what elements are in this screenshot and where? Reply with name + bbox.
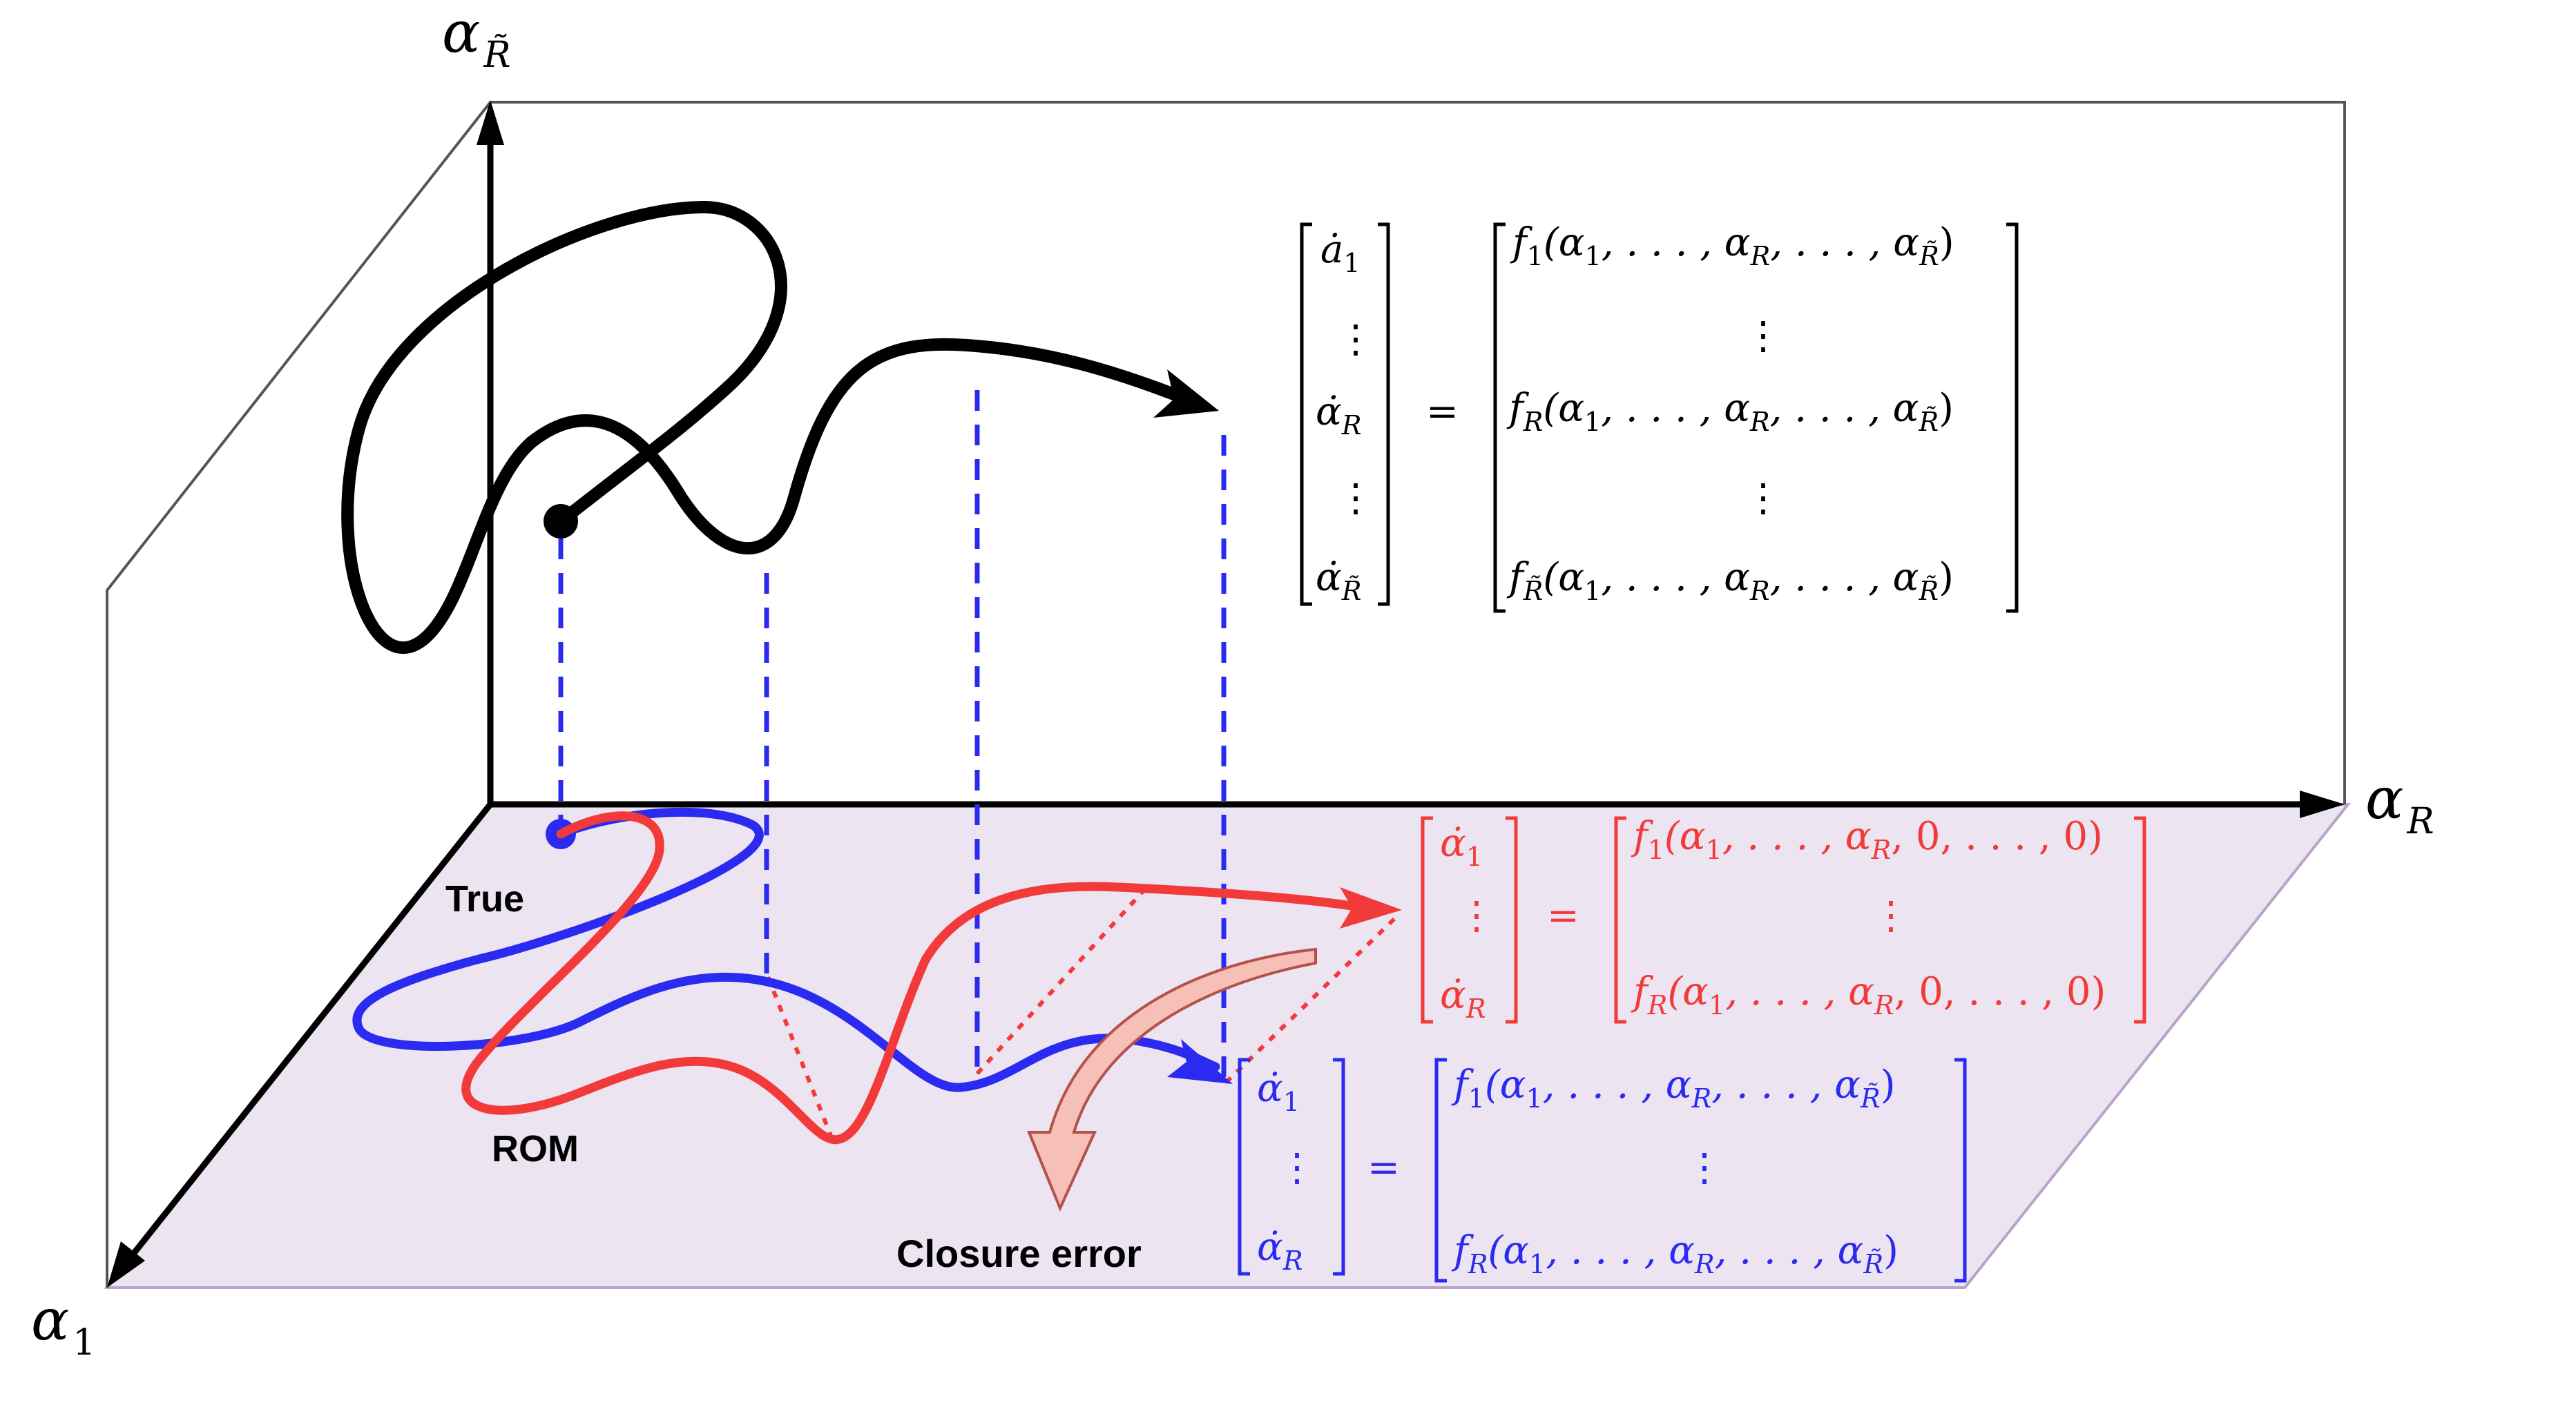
full-rhs-row-1: f1(α1, . . . , αR, . . . , αR̃)	[1510, 220, 1954, 271]
full-rhs-row-2: ⋮	[1744, 313, 1782, 358]
true-lhs-row-3: α̇R	[1257, 1225, 1303, 1276]
full-rhs-bracket-right	[2006, 222, 2019, 613]
rom-trajectory-arrowhead	[1340, 887, 1402, 929]
rom-lhs-row-1: α̇1	[1440, 821, 1483, 872]
rom-equals: =	[1547, 893, 1579, 938]
full-equals: =	[1426, 389, 1459, 434]
closure-error-line-2	[975, 882, 1152, 1076]
true-rhs-bracket-right	[1954, 1058, 1967, 1283]
full-lhs-bracket-right	[1378, 222, 1390, 606]
full-rhs-row-5: fR̃(α1, . . . , αR, . . . , αR̃)	[1506, 555, 1954, 606]
vertical-axis-arrowhead	[477, 100, 504, 145]
rom-lhs-row-2: ⋮	[1457, 893, 1496, 938]
true-rhs-row-1: f1(α1, . . . , αR, . . . , αR̃)	[1451, 1063, 1896, 1114]
true-lhs-bracket-left	[1238, 1058, 1250, 1276]
full-trajectory-curve	[341, 201, 1187, 654]
true-system-equation: α̇1 ⋮ α̇R = f1(α1, . . . , αR, . . . , α…	[1238, 1058, 1967, 1283]
back-wall-outline	[490, 101, 2346, 804]
rom-label: ROM	[492, 1128, 579, 1170]
rom-rhs-row-3: fR(α1, . . . , αR, 0, . . . , 0)	[1631, 969, 2106, 1020]
rom-trajectory-curve	[461, 811, 1369, 1145]
full-lhs-bracket-left	[1300, 222, 1312, 606]
closure-error-arrow	[1027, 947, 1317, 1212]
closure-error-lines	[766, 882, 1401, 1141]
depth-axis-arrowhead	[107, 1241, 145, 1288]
rom-lhs-bracket-right	[1506, 816, 1518, 1024]
depth-axis-label: α1	[31, 1288, 95, 1364]
full-system-equation: ȧ1 ⋮ α̇R ⋮ α̇R̃ = f1(α1, . . . , αR, . .…	[1300, 220, 2019, 613]
full-lhs-row-3: α̇R	[1316, 389, 1361, 440]
full-trajectory-arrowhead	[1153, 369, 1219, 418]
rom-rhs-bracket-left	[1614, 816, 1626, 1024]
true-lhs-bracket-right	[1333, 1058, 1345, 1276]
true-rhs-row-2: ⋮	[1685, 1145, 1724, 1190]
horizontal-axis-label: αR	[2365, 766, 2434, 842]
rom-lhs-row-3: α̇R	[1440, 973, 1486, 1024]
true-equals: =	[1367, 1145, 1400, 1190]
full-lhs-row-1: ȧ1	[1320, 227, 1361, 278]
depth-axis	[128, 802, 493, 1259]
full-rhs-bracket-left	[1493, 222, 1506, 613]
true-rhs-bracket-left	[1434, 1058, 1447, 1283]
rom-rhs-row-1: f1(α1, . . . , αR, 0, . . . , 0)	[1631, 814, 2103, 865]
true-label: True	[445, 878, 524, 920]
true-lhs-row-1: α̇1	[1257, 1066, 1300, 1117]
full-lhs-row-2: ⋮	[1336, 317, 1375, 362]
vertical-axis-label: αR̃	[442, 0, 511, 76]
true-lhs-row-2: ⋮	[1278, 1145, 1316, 1190]
rom-lhs-bracket-left	[1421, 816, 1433, 1024]
true-rhs-row-3: fR(α1, . . . , αR, . . . , αR̃)	[1451, 1228, 1899, 1279]
full-rhs-row-4: ⋮	[1744, 476, 1782, 521]
closure-error-label: Closure error	[896, 1232, 1142, 1275]
true-trajectory-arrowhead	[1167, 1039, 1233, 1084]
rom-system-equation: α̇1 ⋮ α̇R = f1(α1, . . . , αR, 0, . . . …	[1421, 814, 2146, 1024]
rom-rhs-bracket-right	[2134, 816, 2146, 1024]
full-trajectory-start-point	[544, 504, 578, 539]
full-lhs-row-4: ⋮	[1336, 476, 1375, 521]
rom-rhs-row-2: ⋮	[1872, 893, 1910, 938]
full-lhs-row-5: α̇R̃	[1316, 555, 1361, 606]
full-rhs-row-3: fR(α1, . . . , αR, . . . , αR̃)	[1506, 386, 1954, 437]
true-trajectory-curve	[352, 807, 1220, 1092]
left-wall-outline	[106, 101, 492, 1288]
closure-error-line-3	[1224, 913, 1401, 1085]
horizontal-axis-arrowhead	[2300, 791, 2345, 818]
